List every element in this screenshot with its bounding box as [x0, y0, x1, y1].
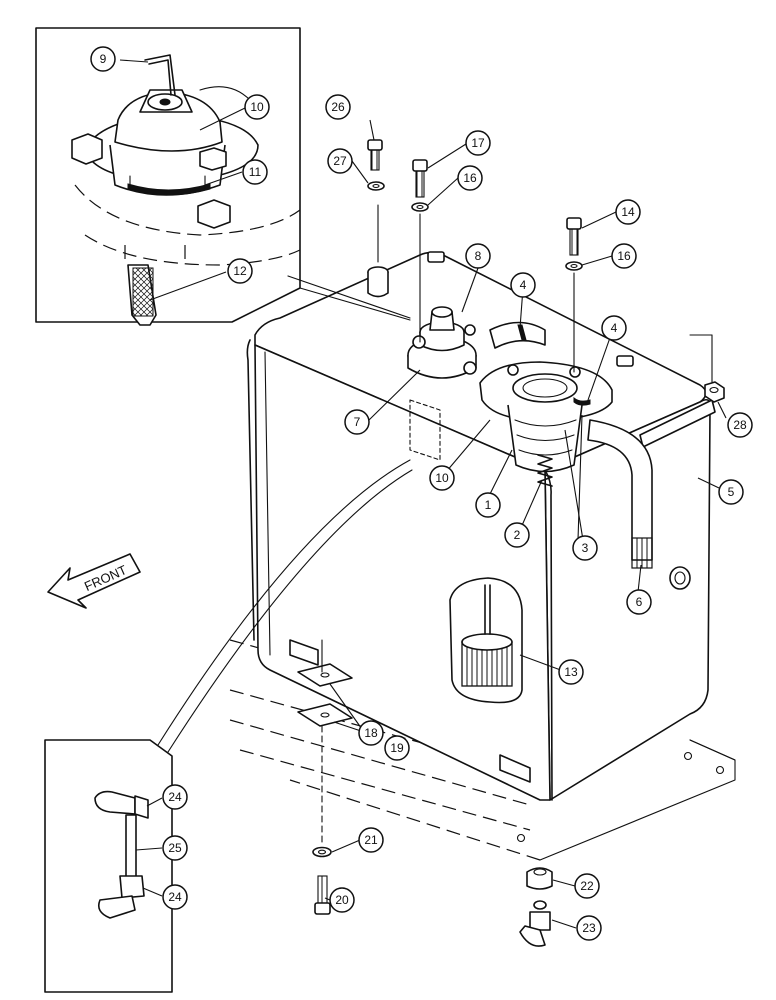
svg-text:16: 16 — [617, 249, 631, 263]
callout-17: 17 — [465, 130, 491, 156]
nut-28 — [704, 381, 725, 403]
svg-text:21: 21 — [364, 833, 378, 847]
washer-21 — [312, 846, 332, 858]
washer-16-upper — [411, 202, 429, 212]
callout-8: 10 — [429, 465, 455, 491]
svg-text:5: 5 — [728, 485, 735, 499]
bolt-17 — [412, 159, 428, 198]
suction-flange-assembly — [479, 361, 613, 487]
callout-16-lower: 16 — [611, 243, 637, 269]
callout-2: 2 — [504, 522, 530, 548]
spacer — [367, 266, 389, 298]
svg-text:2: 2 — [514, 528, 521, 542]
callout-24-lower: 24 — [162, 884, 188, 910]
bolt-20 — [314, 875, 331, 915]
svg-text:24: 24 — [168, 790, 182, 804]
svg-text:1: 1 — [485, 498, 492, 512]
svg-text:20: 20 — [335, 893, 349, 907]
callout-22: 22 — [574, 873, 600, 899]
callout-19: 19 — [384, 735, 410, 761]
seal-ring — [489, 321, 546, 349]
callout-7: 7 — [344, 409, 370, 435]
svg-text:6: 6 — [636, 595, 643, 609]
svg-text:7: 7 — [354, 415, 361, 429]
svg-text:19: 19 — [390, 741, 404, 755]
return-hose — [587, 419, 653, 569]
svg-text:14: 14 — [621, 205, 635, 219]
shims — [297, 663, 353, 727]
callout-27: 27 — [327, 148, 353, 174]
callouts: 9 10 11 12 26 27 17 16 14 16 8 4 4 28 7 … — [90, 46, 753, 941]
svg-text:28: 28 — [733, 418, 747, 432]
callout-26: 26 — [325, 94, 351, 120]
callout-25: 25 — [162, 835, 188, 861]
svg-text:12: 12 — [233, 264, 247, 278]
svg-text:17: 17 — [471, 136, 485, 150]
callout-6: 6 — [626, 589, 652, 615]
callout-5: 5 — [718, 479, 744, 505]
svg-text:25: 25 — [168, 841, 182, 855]
leader-lines — [119, 59, 727, 929]
callout-11: 10 — [244, 94, 270, 120]
svg-text:23: 23 — [582, 921, 596, 935]
bolt-26 — [367, 139, 383, 171]
svg-text:13: 13 — [564, 665, 578, 679]
svg-text:27: 27 — [333, 154, 347, 168]
callout-4-lower: 4 — [601, 315, 627, 341]
detail-inset-drain-hose — [44, 459, 413, 993]
callout-23: 23 — [576, 915, 602, 941]
detail-inset-breather — [35, 27, 411, 326]
svg-text:4: 4 — [520, 278, 527, 292]
svg-text:10: 10 — [435, 471, 449, 485]
svg-text:4: 4 — [611, 321, 618, 335]
svg-text:9: 9 — [100, 52, 107, 66]
callout-20: 20 — [329, 887, 355, 913]
callout-24-upper: 24 — [162, 784, 188, 810]
washer-27 — [367, 181, 385, 191]
breather-cap-assembly — [407, 306, 477, 379]
drain-plug-22 — [526, 867, 553, 890]
svg-text:8: 8 — [475, 249, 482, 263]
drain-valve-23 — [519, 900, 551, 947]
svg-text:22: 22 — [580, 879, 594, 893]
svg-text:26: 26 — [331, 100, 345, 114]
svg-text:24: 24 — [168, 890, 182, 904]
callout-16-upper: 16 — [457, 165, 483, 191]
callout-14: 13 — [558, 659, 584, 685]
callout-12: 11 — [242, 159, 268, 185]
bolt-15 — [566, 217, 582, 256]
svg-text:11: 11 — [249, 165, 262, 179]
callout-3: 3 — [572, 535, 598, 561]
svg-text:10: 10 — [250, 100, 264, 114]
svg-text:3: 3 — [582, 541, 589, 555]
callout-10: 9 — [90, 46, 116, 72]
callout-15: 14 — [615, 199, 641, 225]
callout-9: 8 — [465, 243, 491, 269]
callout-1: 1 — [475, 492, 501, 518]
svg-text:18: 18 — [364, 726, 378, 740]
callout-28: 28 — [727, 412, 753, 438]
callout-21: 21 — [358, 827, 384, 853]
front-direction-arrow: FRONT — [47, 553, 141, 609]
svg-text:16: 16 — [463, 171, 477, 185]
washer-16-lower — [565, 261, 583, 271]
callout-18: 18 — [358, 720, 384, 746]
callout-4-upper: 4 — [510, 272, 536, 298]
callout-13: 12 — [227, 258, 253, 284]
